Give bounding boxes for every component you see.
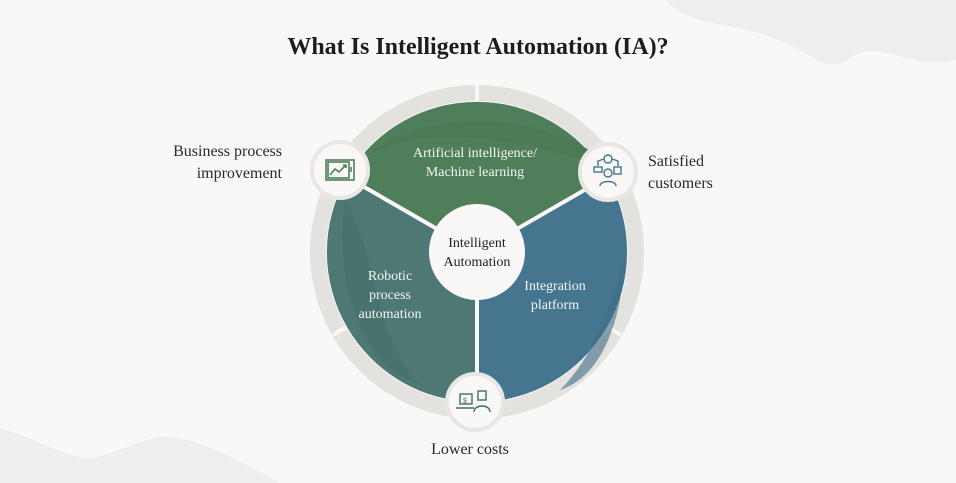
bg-wave-bottom-left: [0, 428, 280, 483]
svg-text:$: $: [463, 398, 467, 405]
cost-savings-icon: $: [456, 390, 491, 413]
segment-label-line: process: [369, 288, 411, 303]
icon-circle-business: [310, 140, 370, 200]
page-title: What Is Intelligent Automation (IA)?: [287, 34, 669, 60]
outcome-lower-costs: Lower costs: [400, 439, 540, 461]
segment-label-rpa: Robotic process automation: [340, 267, 440, 324]
outcome-satisfied-customers: Satisfied customers: [648, 151, 738, 195]
outcome-label-line: customers: [648, 175, 713, 192]
center-circle: [429, 204, 525, 300]
icon-circle-costs: $: [445, 372, 505, 432]
segment-label-line: Machine learning: [425, 165, 525, 180]
outcome-business-process-improvement: Business process improvement: [164, 141, 282, 185]
center-label-line: Automation: [443, 255, 511, 270]
chart-trend-icon: [325, 159, 355, 181]
segment-label-line: platform: [530, 298, 580, 313]
segment-label-line: Integration: [524, 279, 586, 294]
center-label-line: Intelligent: [448, 236, 506, 251]
outcome-label-line: Business process: [173, 143, 282, 160]
outcome-label-line: Lower costs: [431, 441, 509, 458]
outcome-label-line: improvement: [196, 165, 282, 182]
segment-label-integration: Integration platform: [505, 277, 605, 315]
segment-label-ai-ml: Artificial intelligence/ Machine learnin…: [380, 144, 570, 182]
segment-label-line: Robotic: [367, 269, 413, 284]
bg-wave-top-right: [666, 0, 956, 65]
customer-feedback-icon: [593, 154, 622, 187]
center-label: Intelligent Automation: [427, 234, 527, 272]
icon-circle-customers: [578, 142, 638, 202]
segment-label-line: automation: [358, 307, 422, 322]
segment-label-line: Artificial intelligence/: [412, 146, 537, 161]
outcome-label-line: Satisfied: [648, 153, 704, 170]
